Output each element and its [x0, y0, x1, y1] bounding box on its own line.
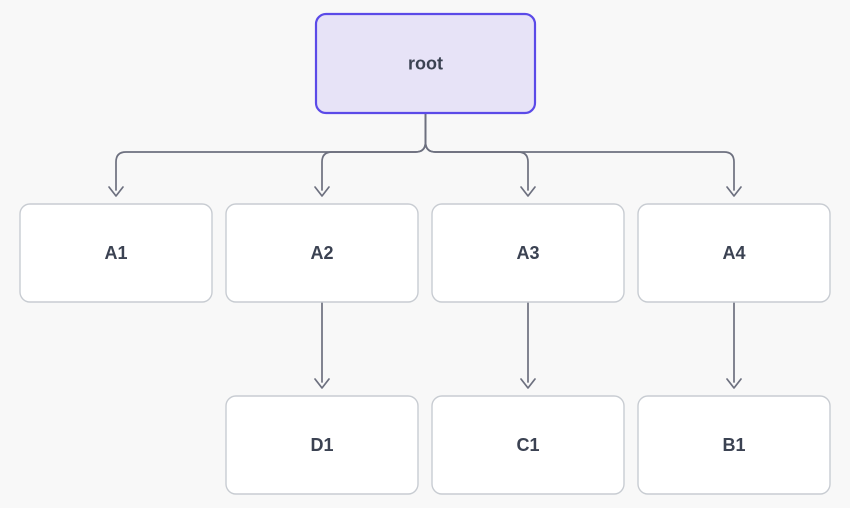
arrowhead-icon [726, 186, 742, 197]
edge-line [321, 112, 427, 191]
node-root[interactable]: root [314, 12, 537, 115]
node-B1[interactable]: B1 [637, 395, 831, 495]
edges-layer [108, 112, 742, 389]
node-box[interactable] [225, 395, 419, 495]
node-label: A2 [310, 243, 333, 263]
node-label: root [408, 53, 443, 73]
node-A2[interactable]: A2 [225, 203, 419, 303]
node-label: A1 [104, 243, 127, 263]
arrowhead-icon [314, 378, 330, 389]
node-box[interactable] [431, 203, 625, 303]
node-box[interactable] [314, 12, 537, 115]
node-box[interactable] [637, 395, 831, 495]
edge-A2-to-D1 [314, 301, 330, 389]
node-label: D1 [310, 435, 333, 455]
edge-root-to-A4 [424, 112, 742, 197]
node-box[interactable] [431, 395, 625, 495]
node-A4[interactable]: A4 [637, 203, 831, 303]
node-A3[interactable]: A3 [431, 203, 625, 303]
edge-root-to-A2 [314, 112, 427, 197]
edge-root-to-A3 [424, 112, 536, 197]
node-C1[interactable]: C1 [431, 395, 625, 495]
edge-root-to-A1 [108, 112, 427, 197]
node-label: A3 [516, 243, 539, 263]
arrowhead-icon [108, 186, 124, 197]
node-A1[interactable]: A1 [19, 203, 213, 303]
node-D1[interactable]: D1 [225, 395, 419, 495]
node-box[interactable] [19, 203, 213, 303]
edge-A4-to-B1 [726, 301, 742, 389]
node-box[interactable] [637, 203, 831, 303]
node-label: C1 [516, 435, 539, 455]
node-label: A4 [722, 243, 745, 263]
edge-line [424, 112, 735, 191]
edge-A3-to-C1 [520, 301, 536, 389]
arrowhead-icon [726, 378, 742, 389]
node-label: B1 [722, 435, 745, 455]
arrowhead-icon [520, 186, 536, 197]
arrowhead-icon [520, 378, 536, 389]
node-box[interactable] [225, 203, 419, 303]
arrowhead-icon [314, 186, 330, 197]
